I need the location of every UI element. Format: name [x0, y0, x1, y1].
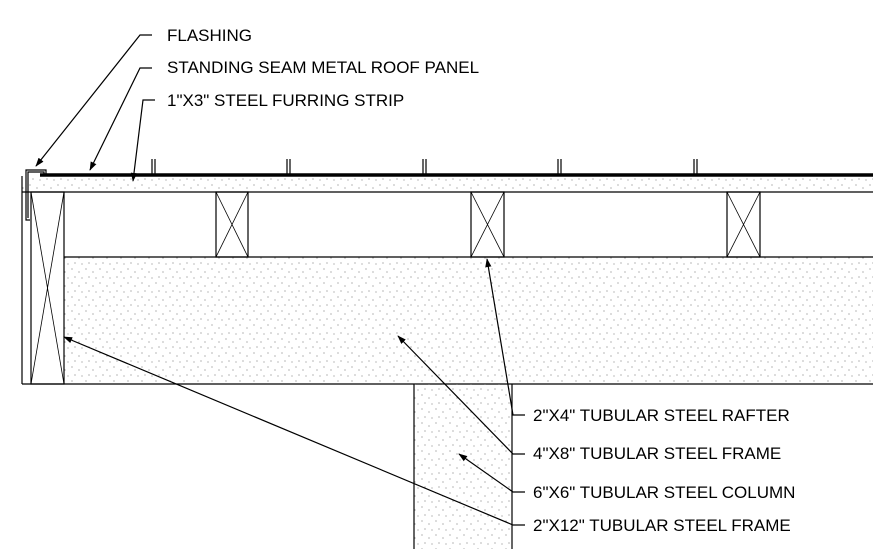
rafter-3 [726, 191, 761, 258]
frame-2x12-member [30, 191, 65, 385]
roof-panel-label: STANDING SEAM METAL ROOF PANEL [167, 58, 479, 77]
rafter-leader [485, 258, 525, 416]
flashing-shape [25, 169, 47, 221]
standing-seam-roof-panel [40, 159, 873, 177]
frame-2x12-leader [63, 336, 525, 526]
column-label: 6"X6" TUBULAR STEEL COLUMN [533, 483, 795, 502]
roof-panel-leader [89, 67, 152, 171]
furring-strip-label: 1"X3" STEEL FURRING STRIP [167, 91, 404, 110]
rafter-2 [470, 191, 505, 258]
rafter-1 [215, 191, 249, 258]
frame-4x8-section [64, 257, 873, 384]
frame-4x8-label: 4"X8" TUBULAR STEEL FRAME [533, 444, 781, 463]
flashing-leader [35, 34, 152, 167]
furring-strip-leader [130, 99, 155, 182]
frame-2x12-label: 2"X12" TUBULAR STEEL FRAME [533, 516, 791, 535]
column-leader [458, 453, 525, 493]
frame-4x8-leader [397, 335, 525, 455]
furring-strip-layer [22, 176, 873, 192]
column-6x6-section [414, 384, 512, 549]
flashing-label: FLASHING [167, 26, 252, 45]
rafter-label: 2"X4" TUBULAR STEEL RAFTER [533, 406, 790, 425]
